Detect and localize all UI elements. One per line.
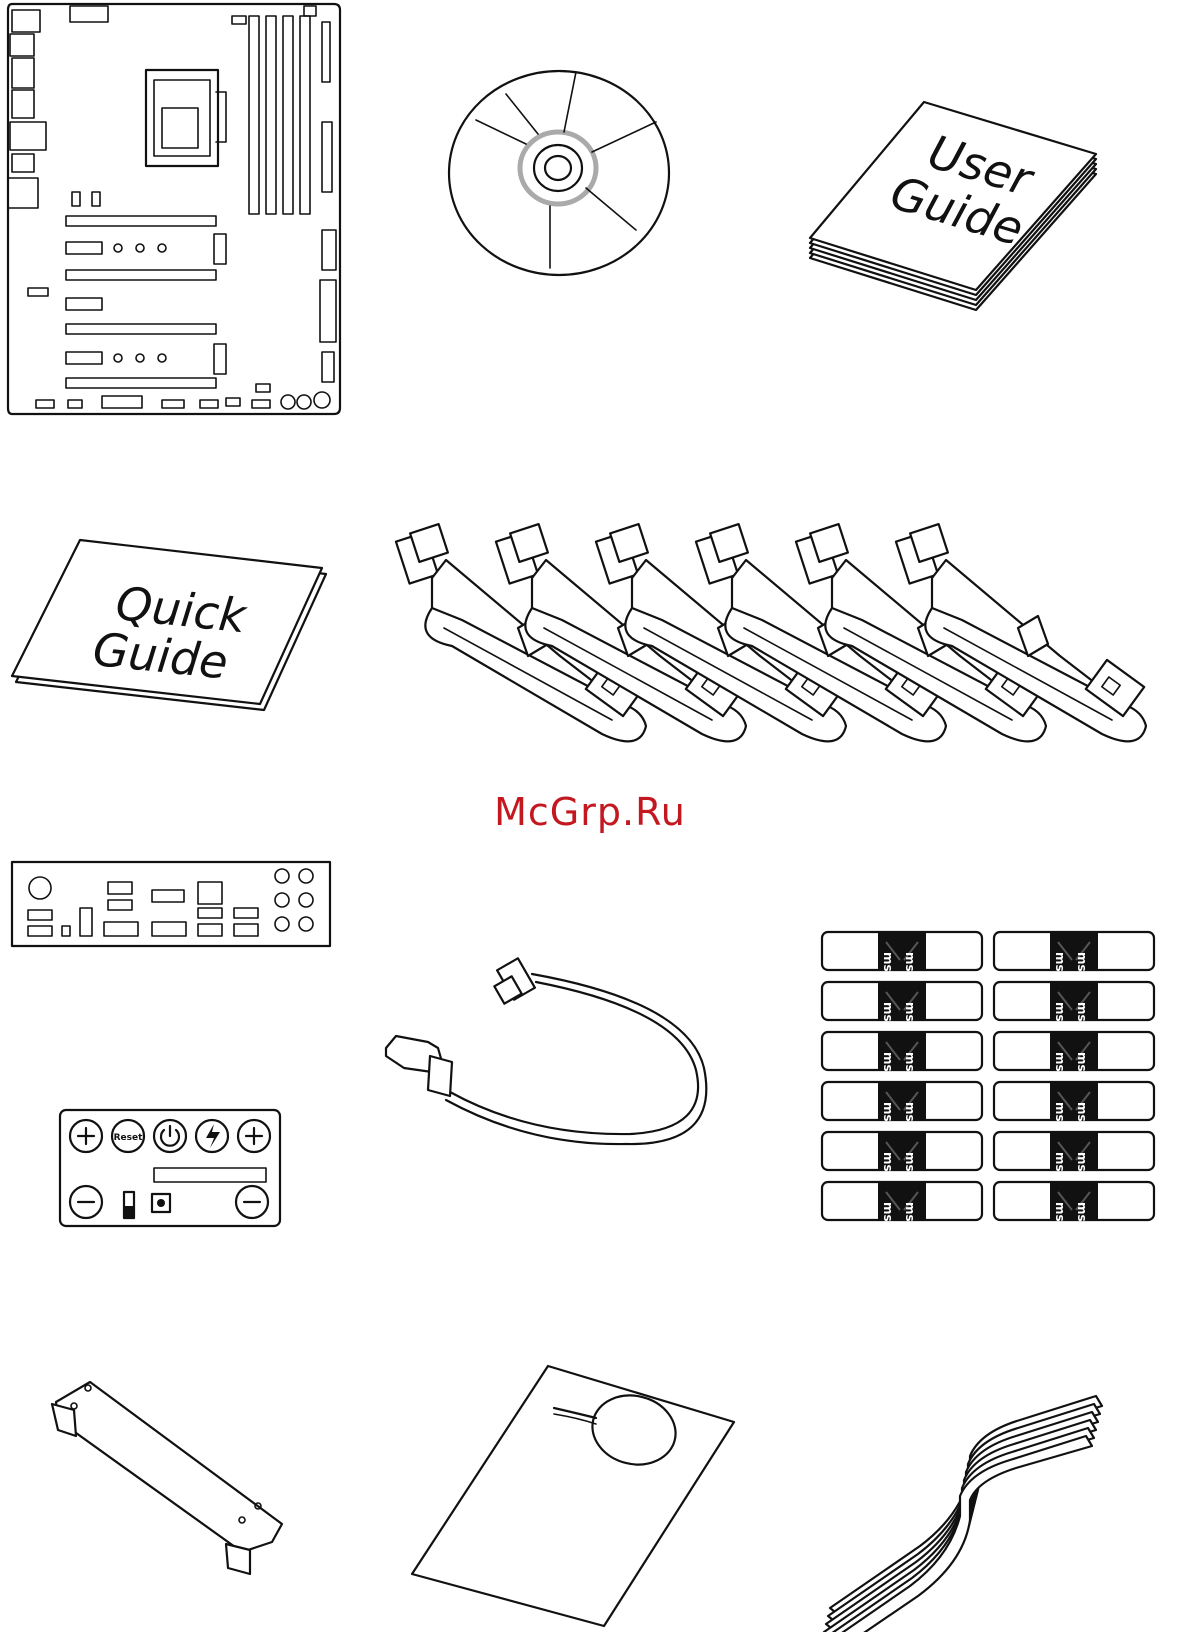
sata-cables-illustration: [392, 520, 1180, 770]
io-shield-illustration: [10, 860, 334, 948]
quick-guide-illustration: Quick Guide: [4, 536, 334, 726]
driver-dvd-illustration: [446, 68, 672, 278]
sli-stickers-illustration: msi msi: [818, 930, 1160, 1220]
watermark-text: McGrp.Ru: [0, 790, 1180, 834]
door-hanger-illustration: [408, 1360, 748, 1630]
cable-bundle-illustration: [820, 1376, 1120, 1626]
motherboard-illustration: [4, 2, 340, 416]
reset-label: Reset: [114, 1133, 143, 1143]
extension-cable-illustration: [380, 950, 710, 1146]
bracket-illustration: [46, 1380, 296, 1580]
user-guide-illustration: User Guide: [806, 72, 1106, 302]
oc-panel-sticker-illustration: Reset: [58, 1108, 284, 1230]
